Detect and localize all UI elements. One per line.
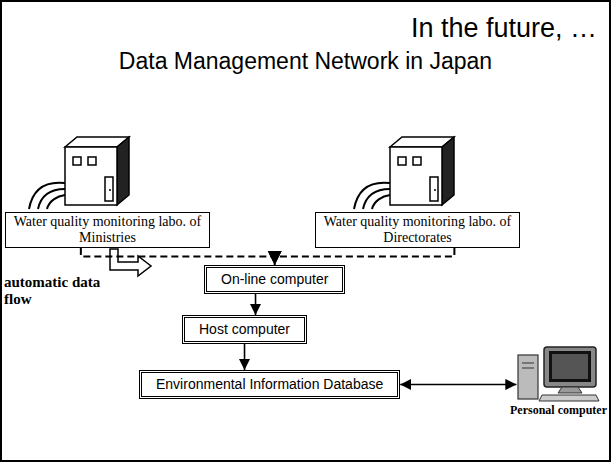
- subtitle: In the future, …: [411, 12, 597, 44]
- data-flow-line: [275, 248, 455, 265]
- annotation: automatic data flow: [4, 274, 116, 308]
- flow-arrow: [244, 344, 246, 370]
- node-text: Water quality monitoring labo. of Direct…: [322, 214, 513, 246]
- hollow-arrow: [110, 249, 151, 276]
- flow-arrow: [255, 294, 257, 315]
- lab-box: Water quality monitoring labo. of Minist…: [5, 212, 210, 248]
- lab-box: Water quality monitoring labo. of Direct…: [315, 212, 520, 248]
- node-text: Personal computer: [510, 403, 607, 417]
- diagram-title: Data Management Network in Japan: [0, 47, 611, 75]
- flow-arrow: [400, 384, 516, 386]
- database-box: Environmental Information Database: [139, 370, 400, 399]
- node-text: Environmental Information Database: [156, 376, 383, 393]
- node-text: Host computer: [199, 321, 290, 338]
- node-text: Water quality monitoring labo. of Minist…: [12, 214, 203, 246]
- lab-building: [29, 137, 129, 209]
- data-flow-line: [81, 248, 275, 265]
- computer-box: Host computer: [182, 315, 307, 344]
- personal-computer-icon: [516, 345, 600, 403]
- lab-building: [354, 137, 454, 209]
- node-text: On-line computer: [221, 271, 328, 288]
- computer-box: On-line computer: [204, 265, 345, 294]
- personal-computer: Personal computer: [510, 345, 607, 417]
